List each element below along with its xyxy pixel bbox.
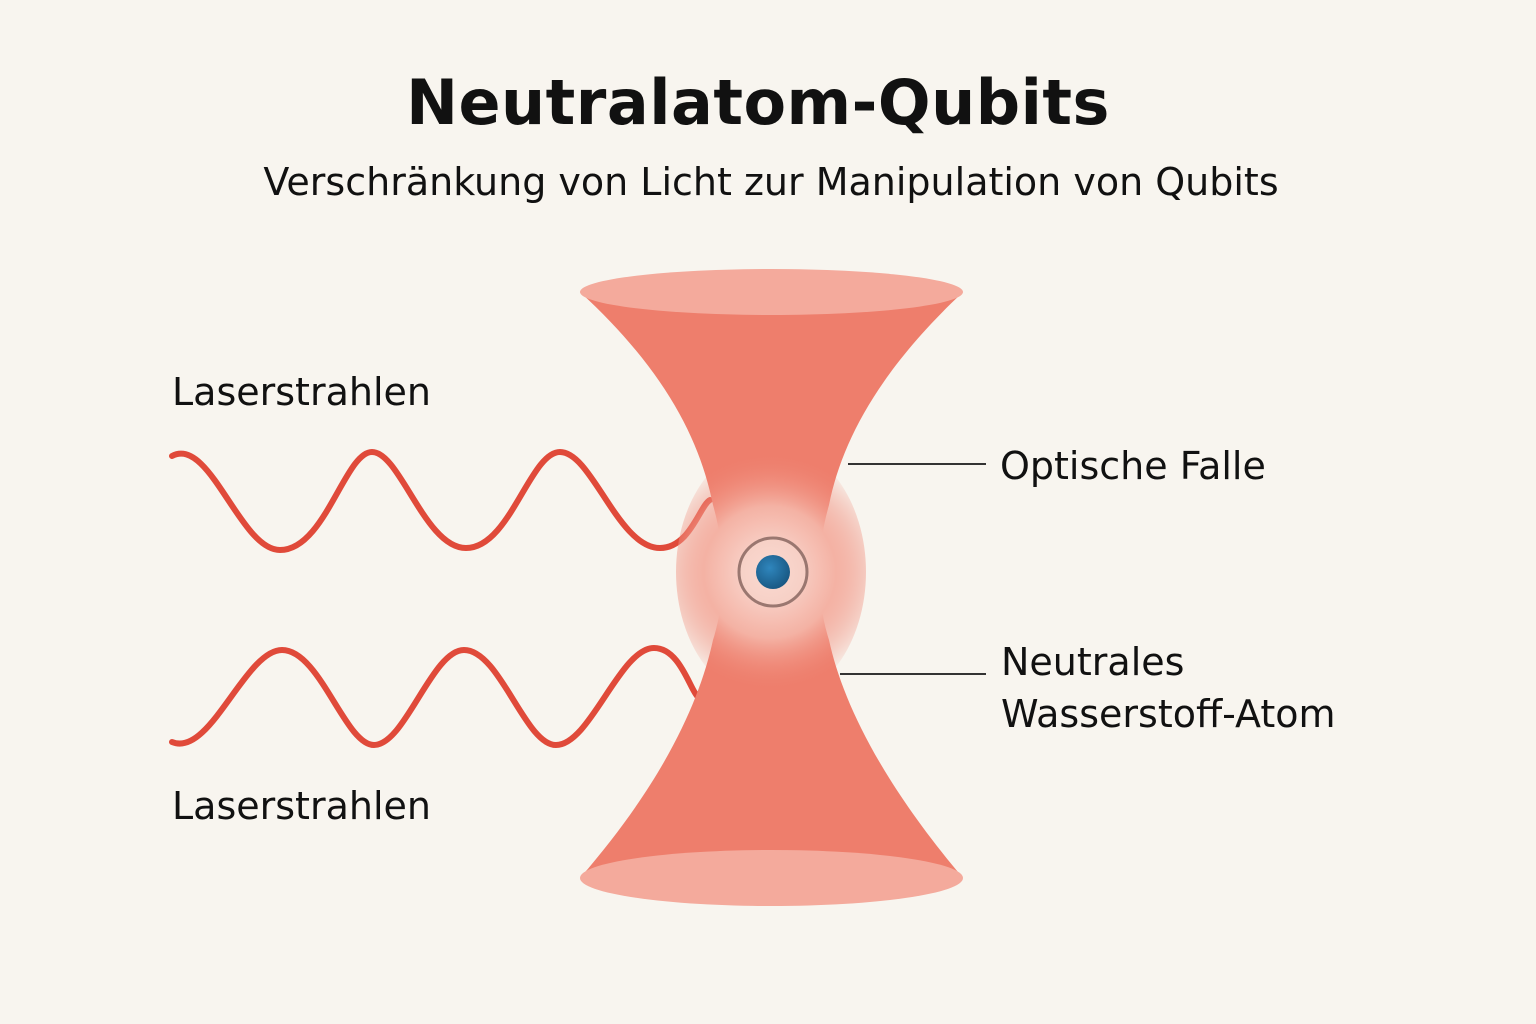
beam-bottom-aperture	[580, 850, 963, 906]
beam-top-aperture	[580, 269, 963, 315]
label-laser-beams-bottom: Laserstrahlen	[172, 784, 431, 828]
label-neutral-atom-line2: Wasserstoff-Atom	[1001, 692, 1336, 736]
atom-icon	[756, 555, 790, 589]
diagram-subtitle: Verschränkung von Licht zur Manipulation…	[263, 160, 1279, 204]
label-neutral-atom: Neutrales Wasserstoff-Atom	[1001, 636, 1336, 740]
label-neutral-atom-line1: Neutrales	[1001, 640, 1185, 684]
laser-wave-top	[169, 448, 713, 554]
laser-wave-bottom	[169, 644, 701, 749]
label-laser-beams-top: Laserstrahlen	[172, 370, 431, 414]
label-optical-trap: Optische Falle	[1000, 444, 1266, 488]
diagram-title: Neutralatom-Qubits	[406, 66, 1110, 139]
